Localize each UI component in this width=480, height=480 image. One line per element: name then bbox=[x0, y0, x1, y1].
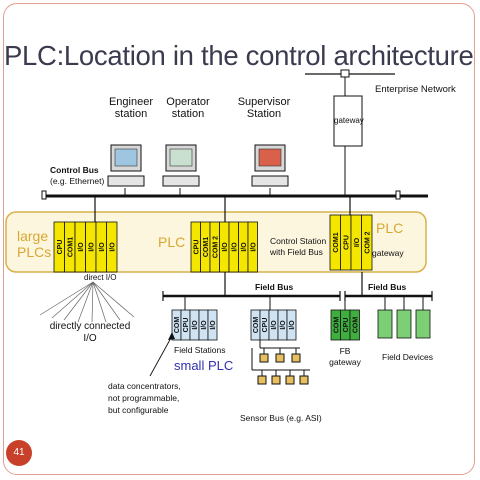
module-label: COM1 bbox=[203, 237, 210, 257]
module-label: COM bbox=[253, 317, 260, 334]
large-plcs-label: large PLCs bbox=[17, 228, 52, 260]
sensor bbox=[275, 353, 285, 363]
module-label: COM 2 bbox=[364, 231, 371, 253]
control-bus-end-left bbox=[41, 190, 47, 200]
direct-io-label: direct I/O bbox=[84, 273, 117, 282]
module-slot bbox=[361, 214, 373, 271]
module-label: CPU bbox=[262, 318, 269, 333]
module-label: COM bbox=[174, 317, 181, 334]
sensor bbox=[291, 353, 301, 363]
field-devices-label: Field Devices bbox=[382, 352, 434, 362]
control-bus-label: Control Bus bbox=[50, 165, 99, 175]
module-label: I/O bbox=[109, 242, 116, 252]
module-label: COM bbox=[352, 317, 359, 334]
module-label: I/O bbox=[271, 320, 278, 330]
field-device bbox=[396, 309, 412, 339]
module-label: COM bbox=[333, 317, 340, 334]
pointer-arrowhead bbox=[168, 332, 175, 340]
directly-connected-io-label: directly connected I/O bbox=[49, 321, 131, 344]
module-label: CPU bbox=[343, 318, 350, 333]
module-label: I/O bbox=[88, 242, 95, 252]
sensor bbox=[257, 375, 267, 385]
engineer-station-label: Engineer station bbox=[108, 96, 154, 120]
module-label: I/O bbox=[210, 320, 217, 330]
module-label: I/O bbox=[99, 242, 106, 252]
module-label: I/O bbox=[354, 237, 361, 247]
engineer-workstation-icon bbox=[107, 144, 145, 187]
plc-middle-label: PLC bbox=[158, 234, 186, 250]
enterprise-gateway-box bbox=[333, 95, 363, 147]
module-slot bbox=[106, 221, 118, 273]
supervisor-station-label: Supervisor Station bbox=[237, 96, 291, 120]
control-bus-end-right bbox=[395, 190, 401, 200]
slide-frame bbox=[3, 3, 475, 475]
operator-workstation-icon bbox=[162, 144, 200, 187]
plc-right-label: PLC bbox=[376, 220, 404, 236]
module-slot bbox=[247, 221, 258, 273]
module-label: CPU bbox=[57, 240, 64, 255]
data-concentrators-pointer bbox=[149, 335, 173, 377]
field-device bbox=[415, 309, 431, 339]
module-label: I/O bbox=[201, 320, 208, 330]
page-number-badge: 41 bbox=[6, 440, 32, 466]
small-plc-label: small PLC bbox=[174, 358, 234, 373]
sensor bbox=[299, 375, 309, 385]
module-label: CPU bbox=[193, 240, 200, 255]
module-label: COM1 bbox=[333, 232, 340, 252]
control-station-label: Control Station with Field Bus bbox=[270, 236, 327, 257]
plc-gateway-label: gateway bbox=[372, 248, 404, 258]
direct-io-fan bbox=[39, 281, 135, 323]
module-slot bbox=[207, 309, 218, 341]
module-slot bbox=[286, 309, 297, 341]
module-label: I/O bbox=[78, 242, 85, 252]
sensor-bus bbox=[251, 340, 310, 385]
module-label: I/O bbox=[231, 242, 238, 252]
data-concentrators-label: data concentrators, not programmable, bu… bbox=[108, 381, 181, 415]
module-label: I/O bbox=[289, 320, 296, 330]
field-device bbox=[377, 309, 393, 339]
field-devices bbox=[377, 309, 431, 339]
control-bus-sublabel: (e.g. Ethernet) bbox=[50, 176, 105, 186]
module-label: I/O bbox=[250, 242, 257, 252]
field-bus-left-label: Field Bus bbox=[255, 282, 294, 292]
fb-gateway-label: FB gateway bbox=[329, 346, 361, 367]
enterprise-network-label: Enterprise Network bbox=[375, 84, 456, 95]
field-bus-right-label: Field Bus bbox=[368, 282, 407, 292]
module-label: CPU bbox=[183, 318, 190, 333]
field-stations-label: Field Stations bbox=[174, 345, 226, 355]
module-label: CPU bbox=[343, 235, 350, 250]
sensor bbox=[271, 375, 281, 385]
module-label: I/O bbox=[192, 320, 199, 330]
module-label: I/O bbox=[222, 242, 229, 252]
supervisor-workstation-icon bbox=[251, 144, 289, 187]
sensor bbox=[259, 353, 269, 363]
sensor bbox=[285, 375, 295, 385]
module-label: COM1 bbox=[67, 237, 74, 257]
module-slot bbox=[349, 309, 360, 341]
enterprise-gateway-label: gateway bbox=[334, 116, 364, 125]
module-label: I/O bbox=[241, 242, 248, 252]
slide-title: PLC:Location in the control architecture bbox=[4, 40, 474, 71]
sensor-bus-label: Sensor Bus (e.g. ASI) bbox=[240, 413, 322, 423]
module-label: COM 2 bbox=[212, 236, 219, 258]
module-label: I/O bbox=[280, 320, 287, 330]
operator-station-label: Operator station bbox=[166, 96, 210, 120]
